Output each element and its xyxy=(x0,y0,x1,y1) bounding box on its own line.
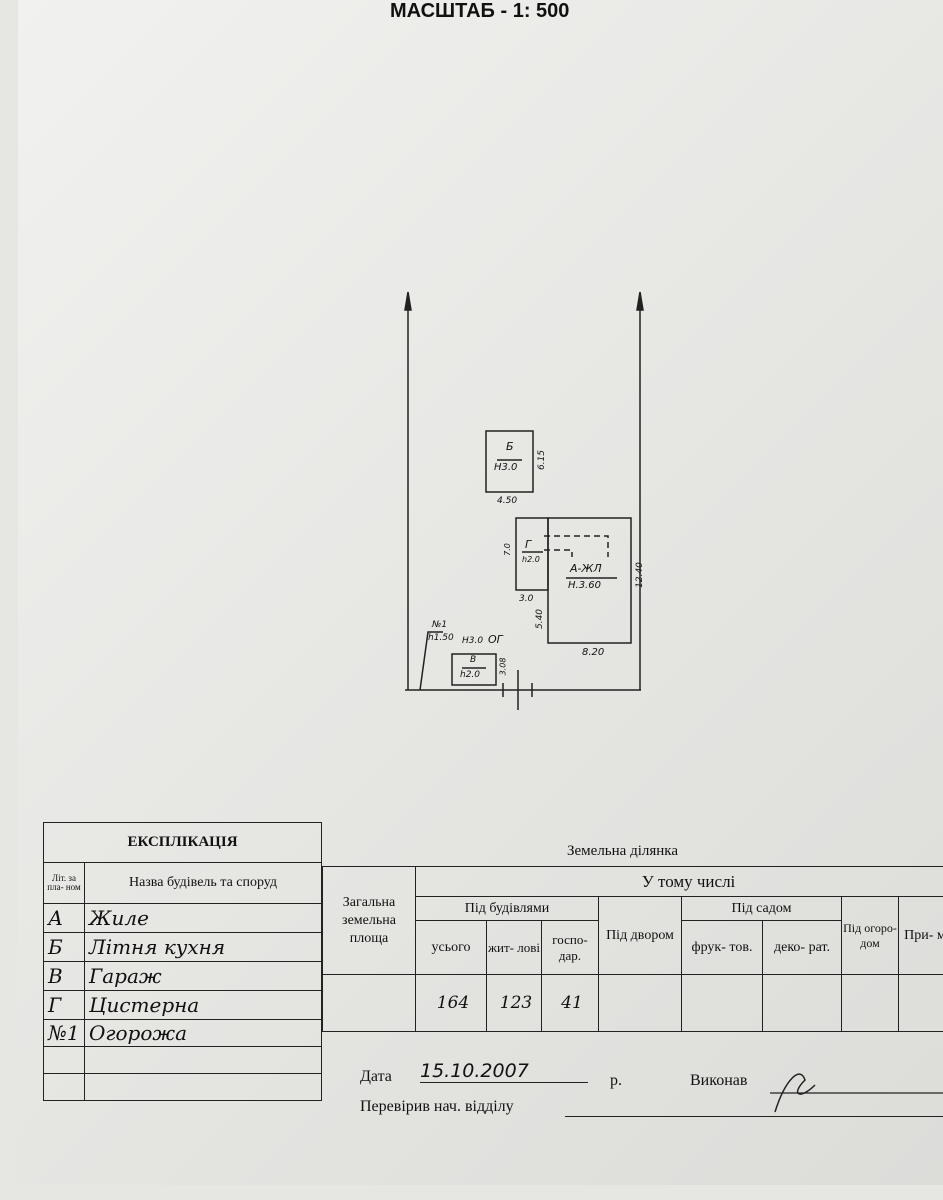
row-letter: А xyxy=(43,903,85,933)
col-household: госпо- дар. xyxy=(541,920,599,975)
col-decor: деко- рат. xyxy=(762,920,842,975)
dim-g-side: 7.0 xyxy=(502,543,512,556)
performed-label: Виконав xyxy=(690,1072,748,1089)
building-v xyxy=(451,653,497,686)
arrow-icon xyxy=(404,291,412,311)
arrow-icon xyxy=(636,291,644,311)
col-fruit: фрук- тов. xyxy=(681,920,763,975)
height-og: H3.0 xyxy=(462,636,484,646)
row-letter: Б xyxy=(43,932,85,962)
label-og: ОГ xyxy=(488,633,503,646)
building-a xyxy=(547,517,632,644)
row-name: Літня кухня xyxy=(84,932,322,962)
dim-v-side: 3.08 xyxy=(498,657,508,676)
height-b: H3.0 xyxy=(494,462,518,473)
value-household: 41 xyxy=(541,974,599,1032)
scale-title: МАСШТАБ - 1: 500 xyxy=(390,0,570,22)
row-letter: №1 xyxy=(43,1019,85,1047)
col-letter: Літ. за пла- ном xyxy=(43,862,85,904)
dim-a-side: 12.40 xyxy=(634,562,645,588)
explication-title: ЕКСПЛІКАЦІЯ xyxy=(43,822,322,863)
year-suffix: р. xyxy=(610,1072,622,1089)
fence xyxy=(419,631,443,691)
under-buildings-header: Під будівлями xyxy=(415,896,599,921)
dim-g-bottom: 3.0 xyxy=(519,594,534,604)
col-living: жит- лові xyxy=(486,920,542,975)
height-g: h2.0 xyxy=(522,555,540,564)
value-living: 123 xyxy=(486,974,542,1032)
checked-label: Перевірив нач. відділу xyxy=(360,1098,514,1115)
dim-b-side: 6.15 xyxy=(537,449,548,471)
dim-a-bottom: 8.20 xyxy=(582,647,605,658)
label-a: А-ЖЛ xyxy=(570,562,602,575)
including-header: У тому числі xyxy=(415,866,943,897)
table-row: 164 123 41 xyxy=(322,974,943,1032)
table-row xyxy=(43,1073,322,1101)
col-total-area: Загальна земельна площа xyxy=(322,866,416,975)
col-yard: Під двором xyxy=(598,896,682,975)
col-vegetable: Під огоро- дом xyxy=(841,896,899,975)
dim-b-bottom: 4.50 xyxy=(497,496,518,506)
land-title: Земельна ділянка xyxy=(567,843,679,859)
value-total: 164 xyxy=(415,974,487,1032)
row-letter: Г xyxy=(43,990,85,1020)
garden-header: Під садом xyxy=(681,896,842,921)
checked-line xyxy=(565,1116,943,1117)
building-b xyxy=(485,430,534,493)
height-fence: h1.50 xyxy=(428,633,454,643)
row-name: Гараж xyxy=(84,961,322,991)
label-g: Г xyxy=(525,538,532,551)
row-name: Огорожа xyxy=(84,1019,322,1047)
row-name: Цистерна xyxy=(84,990,322,1020)
row-name: Жиле xyxy=(84,903,322,933)
label-b: Б xyxy=(506,440,514,453)
height-a: H.3.60 xyxy=(568,580,601,591)
site-plan xyxy=(404,291,644,710)
label-v: В xyxy=(470,655,477,665)
height-v: h2.0 xyxy=(460,670,481,680)
label-fence: №1 xyxy=(432,620,448,630)
land-table: Загальна земельна площа У тому числі Під… xyxy=(322,866,943,1032)
date-label: Дата xyxy=(360,1068,392,1085)
col-name: Назва будівель та споруд xyxy=(84,862,322,904)
col-note: При- міт xyxy=(898,896,943,975)
col-buildings-total: усього xyxy=(415,920,487,975)
table-row xyxy=(43,1046,322,1074)
row-letter: В xyxy=(43,961,85,991)
date-value: 15.10.2007 xyxy=(420,1060,588,1083)
building-g xyxy=(515,517,549,591)
dim-a-left: 5.40 xyxy=(535,608,546,630)
